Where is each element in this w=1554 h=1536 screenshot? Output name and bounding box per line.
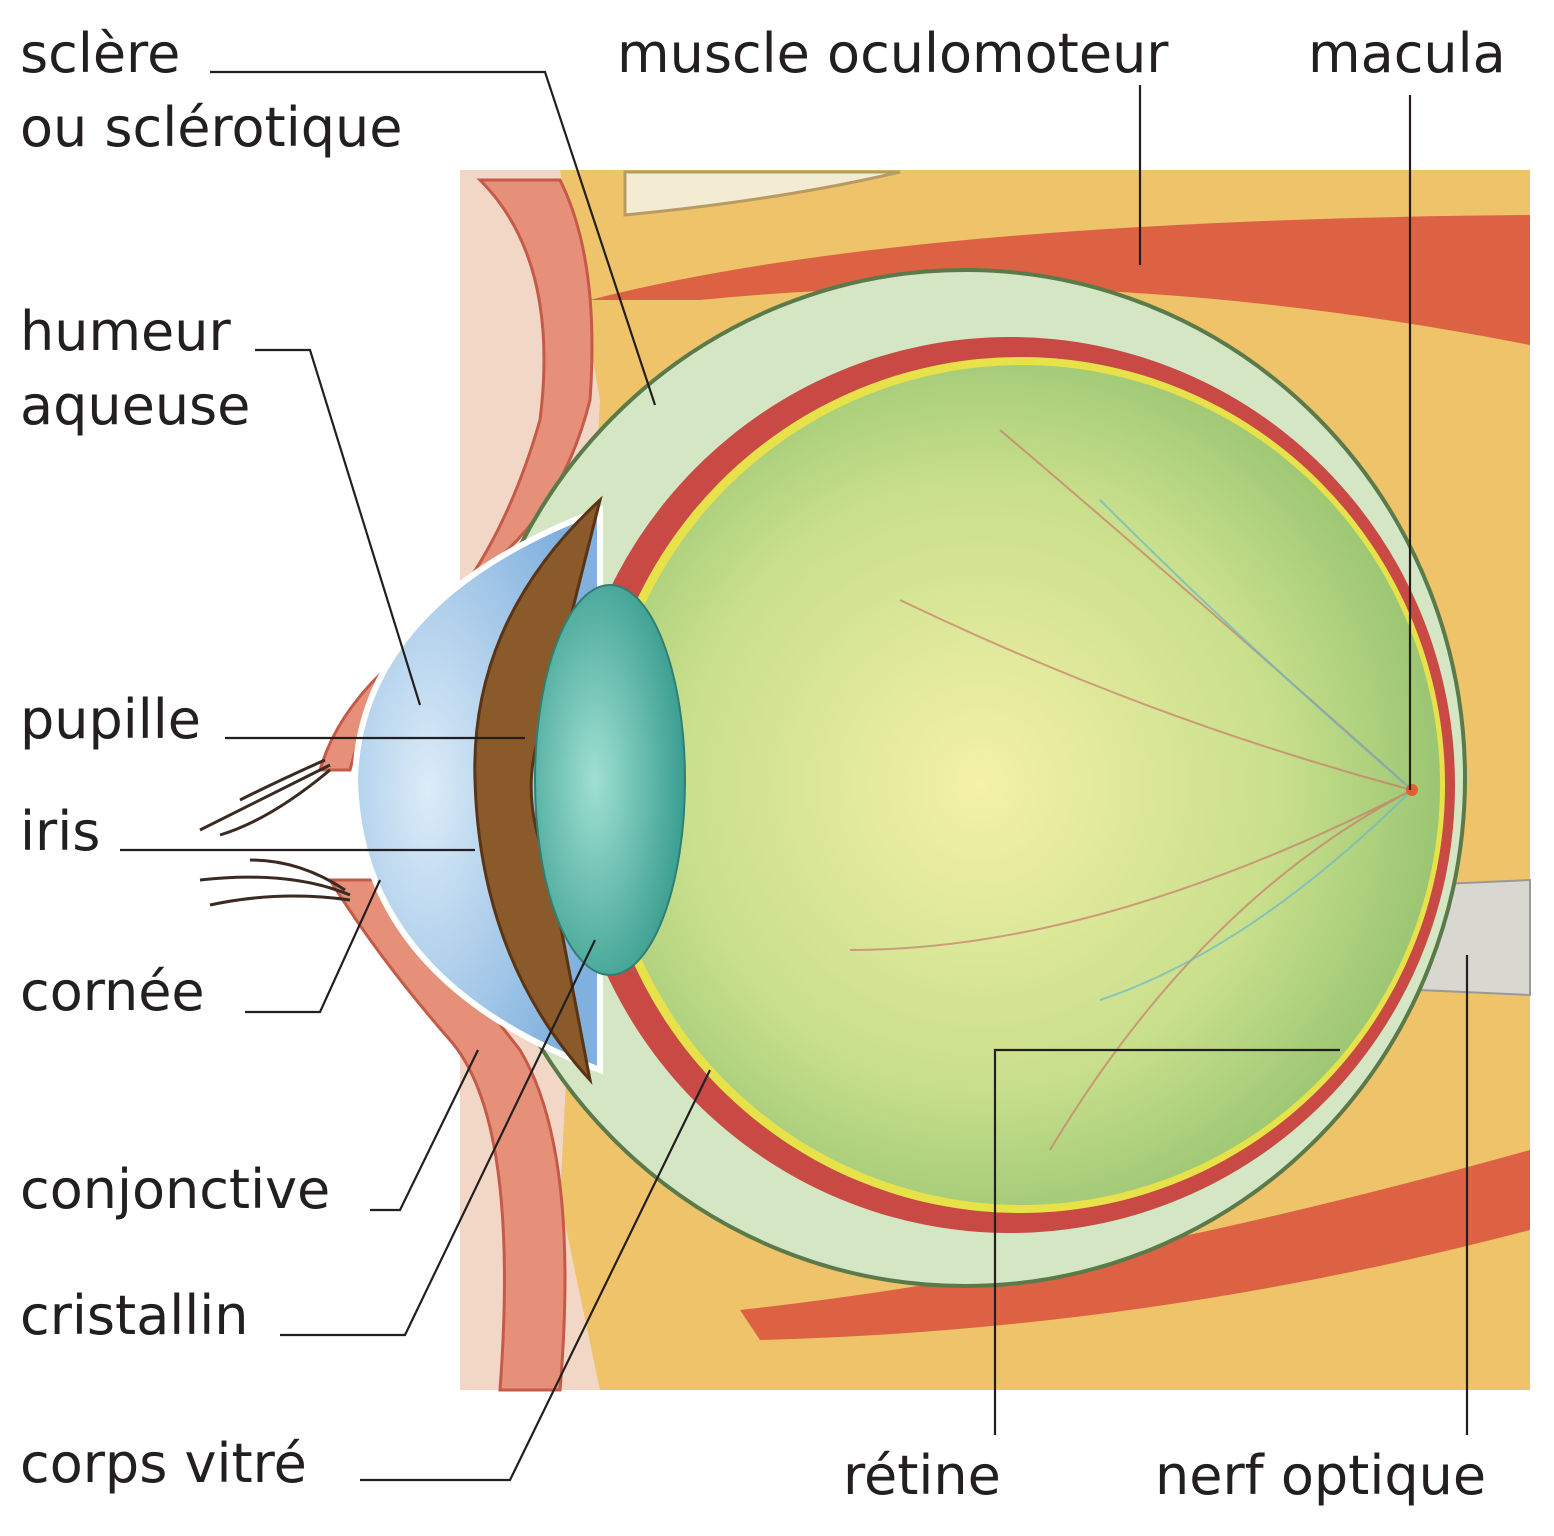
label-sclera-alt: ou sclérotique — [20, 96, 402, 159]
label-aqueous-humor-2: aqueuse — [20, 374, 250, 437]
label-sclera: sclère — [20, 22, 180, 85]
label-optic-nerve: nerf optique — [1155, 1444, 1486, 1507]
label-iris: iris — [20, 800, 100, 863]
label-aqueous-humor: humeur — [20, 300, 231, 363]
muscle-bottom — [740, 1150, 1530, 1340]
label-vitreous: corps vitré — [20, 1432, 307, 1495]
label-cornea: cornée — [20, 960, 205, 1023]
label-lens: cristallin — [20, 1284, 249, 1347]
upper-eyelid — [318, 178, 594, 772]
label-retina: rétine — [843, 1444, 1001, 1507]
retinal-veins — [1099, 499, 1413, 1001]
label-conjunctiva: conjonctive — [20, 1158, 330, 1221]
eyelashes — [199, 758, 351, 907]
vitreous-body — [604, 365, 1440, 1205]
label-macula: macula — [1308, 22, 1506, 85]
macula-spot — [1406, 784, 1418, 796]
label-pupil: pupille — [20, 688, 201, 751]
orbital-bone — [623, 170, 901, 217]
leader-lines — [120, 70, 1469, 1482]
lens — [534, 584, 686, 976]
iris — [473, 495, 603, 1085]
label-muscle: muscle oculomoteur — [617, 22, 1169, 85]
